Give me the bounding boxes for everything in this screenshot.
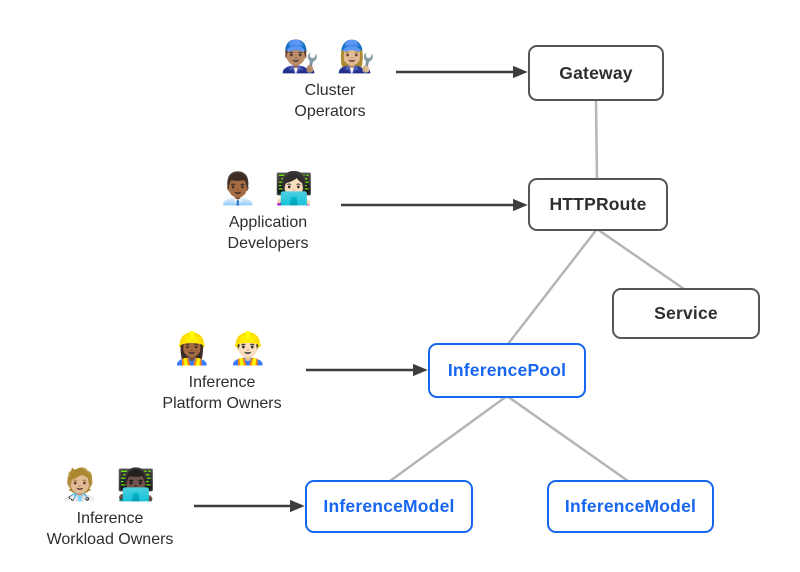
actor-label-line: Application [228,214,308,231]
node-inferencepool: InferencePool [428,343,586,398]
actor-label-line: Cluster [304,82,356,99]
edge-httproute-service [596,227,685,291]
actor-label-application-developers: Application Developers [168,212,368,254]
edge-gateway-httproute [594,99,599,180]
node-gateway: Gateway [528,45,664,101]
workload-owner-emoji-icon: 🧑🏼‍⚕️ 👨🏿‍💻 [60,467,160,503]
actor-cluster-operators: 👨🏽‍🔧 👩🏼‍🔧 Cluster Operators [230,36,430,122]
actor-label-line: Developers [227,235,309,252]
node-inferencemodel-right: InferenceModel [547,480,714,533]
actor-inference-workload-owners: 🧑🏼‍⚕️ 👨🏿‍💻 Inference Workload Owners [0,464,220,550]
mechanic-emoji-icon: 👨🏽‍🔧 👩🏼‍🔧 [280,39,380,75]
actor-application-developers: 👨🏾‍💼 👩🏻‍💻 Application Developers [168,168,368,254]
actor-label-line: Operators [294,103,366,120]
edge-inferencepool-inferencemodel-right [506,394,629,483]
actor-label-inference-platform-owners: Inference Platform Owners [102,372,342,414]
actor-label-line: Platform Owners [162,395,282,412]
edge-httproute-inferencepool [507,228,598,345]
actor-label-inference-workload-owners: Inference Workload Owners [0,508,220,550]
developer-emoji-icon: 👨🏾‍💼 👩🏻‍💻 [218,171,318,207]
node-inferencemodel-left: InferenceModel [305,480,473,533]
construction-worker-emoji-icon: 👷🏾‍♀️ 👷🏻‍♂️ [172,331,272,367]
actor-label-line: Inference [188,374,256,391]
edge-inferencepool-inferencemodel-left [389,394,508,483]
node-service: Service [612,288,760,339]
actor-inference-platform-owners: 👷🏾‍♀️ 👷🏻‍♂️ Inference Platform Owners [102,328,342,414]
actor-label-cluster-operators: Cluster Operators [230,80,430,122]
actor-label-line: Workload Owners [46,531,174,548]
node-httproute: HTTPRoute [528,178,668,231]
actor-label-line: Inference [76,510,144,527]
